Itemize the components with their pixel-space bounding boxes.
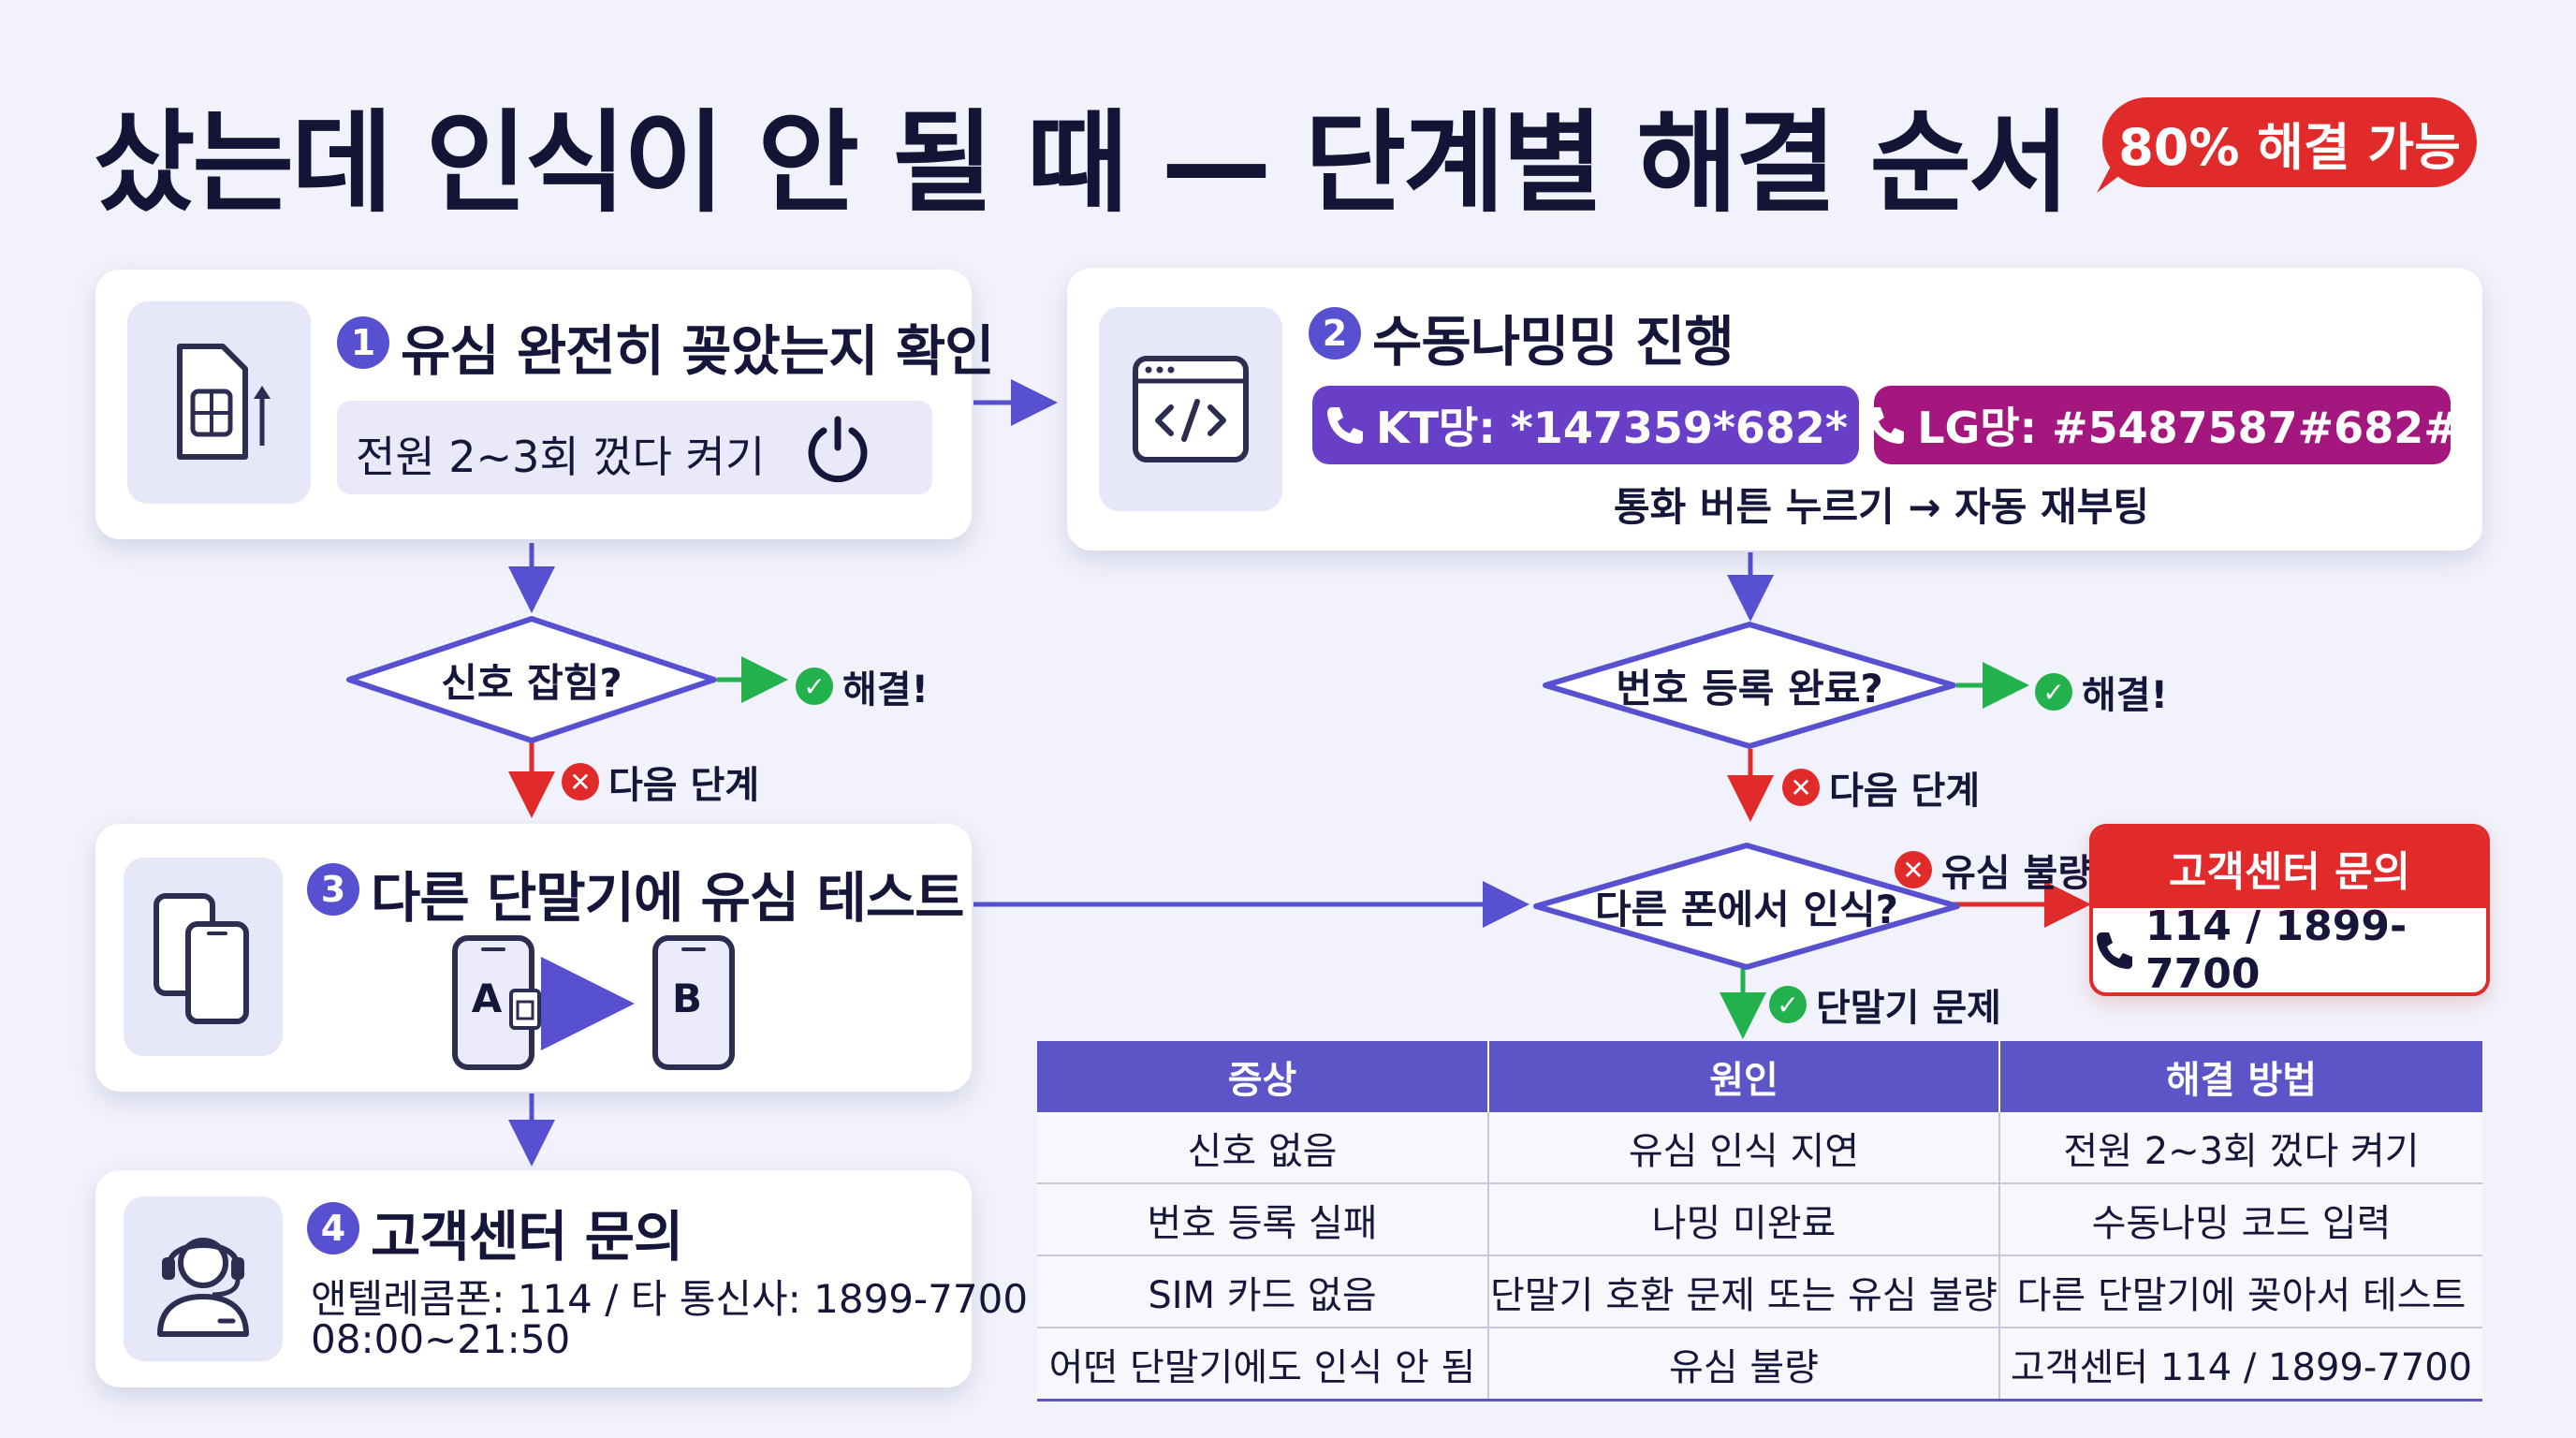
table-cell: 유심 불량 xyxy=(1488,1328,2000,1401)
support-agent-icon xyxy=(124,1196,283,1361)
decision3-diamond xyxy=(1533,843,1960,970)
table-cell: SIM 카드 없음 xyxy=(1037,1255,1489,1328)
step1-sub-box: 전원 2~3회 껐다 켜기 xyxy=(337,401,932,494)
step3-card: 3 다른 단말기에 유심 테스트 A B xyxy=(95,824,972,1092)
phone-icon xyxy=(1327,407,1363,444)
decision2-diamond xyxy=(1543,622,1956,749)
lg-code-text: LG망: #5487587#682# xyxy=(1917,403,2460,453)
table-cell: 번호 등록 실패 xyxy=(1037,1183,1489,1256)
step1-title: 유심 완전히 꽂았는지 확인 xyxy=(401,319,995,383)
decision3-no-text: 유심 불량 xyxy=(1941,852,2093,895)
step3-title: 다른 단말기에 유심 테스트 xyxy=(371,866,965,930)
table-cell: 어떤 단말기에도 인식 안 됨 xyxy=(1037,1328,1489,1401)
cross-icon: ✕ xyxy=(1895,851,1932,888)
two-phones-icon xyxy=(124,858,283,1056)
table-row: 어떤 단말기에도 인식 안 됨 유심 불량 고객센터 114 / 1899-77… xyxy=(1037,1328,2482,1401)
step1-number: 1 xyxy=(337,316,389,369)
phone-b-body xyxy=(652,935,735,1070)
step2-number: 2 xyxy=(1309,307,1361,360)
step3-number: 3 xyxy=(307,863,359,916)
decision3-yes-label: ✓ 단말기 문제 xyxy=(1769,977,2001,1032)
phone-a-label: A xyxy=(471,976,503,1021)
cross-icon: ✕ xyxy=(1782,769,1820,806)
sim-mini-icon xyxy=(509,989,541,1030)
step2-card: 2 수동나밍밍 진행 KT망: *147359*682* LG망: #54875… xyxy=(1067,268,2482,550)
decision1-no-label: ✕ 다음 단계 xyxy=(562,755,759,809)
table-cell: 고객센터 114 / 1899-7700 xyxy=(1999,1328,2482,1401)
page-title: 샀는데 인식이 안 될 때 — 단계별 해결 순서 xyxy=(94,98,2071,227)
support-box-phone-row: 114 / 1899-7700 xyxy=(2093,902,2486,992)
table-header-solution: 해결 방법 xyxy=(1999,1041,2482,1112)
kt-code-pill[interactable]: KT망: *147359*682* xyxy=(1312,386,1859,464)
check-icon: ✓ xyxy=(796,668,833,705)
decision3-no-label: ✕ 유심 불량 xyxy=(1895,843,2092,897)
decision2-yes-text: 해결! xyxy=(2082,674,2168,717)
phone-b-label: B xyxy=(671,976,702,1021)
phone-icon xyxy=(1868,407,1905,444)
table-header-cause: 원인 xyxy=(1488,1041,2000,1112)
decision3-question: 다른 폰에서 인식? xyxy=(1594,886,1899,932)
step4-number: 4 xyxy=(307,1202,359,1255)
step2-title: 수동나밍밍 진행 xyxy=(1372,310,1734,374)
table-cell: 나밍 미완료 xyxy=(1488,1183,2000,1256)
decision1-yes-label: ✓ 해결! xyxy=(796,659,929,713)
support-box-title: 고객센터 문의 xyxy=(2093,828,2486,908)
lg-code-pill[interactable]: LG망: #5487587#682# xyxy=(1868,386,2460,464)
table-cell: 전원 2~3회 껐다 켜기 xyxy=(1999,1112,2482,1184)
sim-card-icon xyxy=(127,301,311,504)
table-row: 번호 등록 실패 나밍 미완료 수동나밍 코드 입력 xyxy=(1037,1183,2482,1256)
decision1-no-text: 다음 단계 xyxy=(608,764,760,807)
table-row: SIM 카드 없음 단말기 호환 문제 또는 유심 불량 다른 단말기에 꽂아서… xyxy=(1037,1255,2482,1328)
phone-a-to-b-illustration xyxy=(452,935,735,1070)
decision2-no-text: 다음 단계 xyxy=(1829,770,1981,813)
code-window-icon xyxy=(1099,307,1282,511)
decision1-yes-text: 해결! xyxy=(842,668,929,712)
support-box[interactable]: 고객센터 문의 114 / 1899-7700 xyxy=(2089,824,2490,996)
cross-icon: ✕ xyxy=(562,763,599,800)
step2-note: 통화 버튼 누르기 → 자동 재부팅 xyxy=(1614,484,2149,530)
table-cell: 유심 인식 지연 xyxy=(1488,1112,2000,1184)
step1-card: 1 유심 완전히 꽂았는지 확인 전원 2~3회 껐다 켜기 xyxy=(95,270,995,539)
step4-title: 고객센터 문의 xyxy=(371,1205,683,1269)
step4-hours: 08:00~21:50 xyxy=(311,1316,571,1362)
table-row: 신호 없음 유심 인식 지연 전원 2~3회 껐다 켜기 xyxy=(1037,1112,2482,1184)
decision2-no-label: ✕ 다음 단계 xyxy=(1782,760,1980,814)
troubleshoot-table: 증상 원인 해결 방법 신호 없음 유심 인식 지연 전원 2~3회 껐다 켜기… xyxy=(1037,1041,2482,1401)
phone-icon xyxy=(2097,932,2132,969)
decision1-diamond xyxy=(346,616,717,743)
resolve-rate-badge: 80% 해결 가능 xyxy=(2102,97,2477,187)
table-cell: 신호 없음 xyxy=(1037,1112,1489,1184)
kt-code-text: KT망: *147359*682* xyxy=(1376,403,1848,453)
support-box-phone: 114 / 1899-7700 xyxy=(2145,902,2408,996)
decision1-question: 신호 잡힘? xyxy=(441,659,622,706)
check-icon: ✓ xyxy=(2035,673,2072,711)
step1-sub-text: 전원 2~3회 껐다 켜기 xyxy=(356,432,766,482)
decision2-yes-label: ✓ 해결! xyxy=(2035,665,2168,719)
check-icon: ✓ xyxy=(1769,986,1807,1023)
table-cell: 수동나밍 코드 입력 xyxy=(1999,1183,2482,1256)
step4-card: 4 고객센터 문의 앤텔레콤폰: 114 / 타 통신사: 1899-7700 … xyxy=(95,1170,1028,1387)
step4-contact-line: 앤텔레콤폰: 114 / 타 통신사: 1899-7700 xyxy=(311,1276,1029,1322)
decision3-yes-text: 단말기 문제 xyxy=(1816,987,2001,1030)
table-header-symptom: 증상 xyxy=(1037,1041,1489,1112)
decision2-question: 번호 등록 완료? xyxy=(1616,665,1883,712)
table-cell: 단말기 호환 문제 또는 유심 불량 xyxy=(1488,1255,2000,1328)
table-header-row: 증상 원인 해결 방법 xyxy=(1037,1041,2482,1112)
table-cell: 다른 단말기에 꽂아서 테스트 xyxy=(1999,1255,2482,1328)
power-icon xyxy=(808,416,868,483)
